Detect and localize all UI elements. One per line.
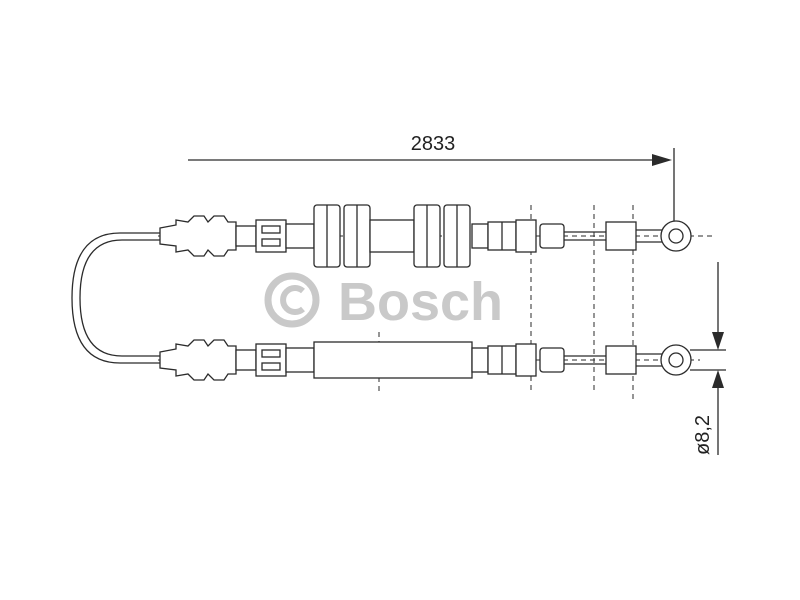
upper-ferrule	[539, 223, 565, 249]
diameter-arrow-top	[712, 332, 724, 350]
diameter-dimension: ø8,2	[690, 262, 726, 455]
upper-sleeve-right	[471, 223, 489, 249]
lower-guide-tube	[313, 341, 473, 379]
lower-ferrule	[539, 347, 565, 373]
upper-cable	[159, 204, 692, 268]
upper-sleeve-left	[285, 223, 315, 249]
lower-cable	[159, 339, 692, 381]
upper-boot-collar	[235, 225, 257, 247]
upper-eye-hole	[668, 228, 684, 244]
diameter-value: ø8,2	[692, 415, 714, 455]
upper-boot	[159, 215, 237, 257]
upper-nut	[255, 219, 287, 253]
upper-eye-end	[660, 220, 692, 252]
lower-sleeve-right	[471, 347, 489, 373]
lower-nut-slot-2	[261, 362, 281, 371]
copyright-c-glyph	[280, 285, 305, 315]
upper-nut-slot-1	[261, 225, 281, 234]
cable-bend	[71, 232, 164, 364]
diameter-arrow-bottom	[712, 370, 724, 388]
lower-boot-collar	[235, 349, 257, 371]
cable-bend-inner	[79, 239, 164, 357]
upper-fitting	[515, 219, 537, 253]
lower-boot	[159, 339, 237, 381]
lower-nut	[255, 343, 287, 377]
lower-eye-hole	[668, 352, 684, 368]
length-dimension: 2833	[188, 133, 675, 222]
upper-end-fitting	[605, 221, 637, 251]
copyright-icon	[264, 272, 320, 328]
lower-nut-slot-1	[261, 349, 281, 358]
lower-eye-end	[660, 344, 692, 376]
length-value: 2833	[411, 133, 456, 155]
upper-nut-slot-2	[261, 238, 281, 247]
cable-bend-outer	[71, 232, 164, 364]
watermark: Bosch	[264, 272, 503, 332]
lower-fitting	[515, 343, 537, 377]
watermark-brand: Bosch	[338, 272, 503, 332]
lower-end-fitting	[605, 345, 637, 375]
upper-center-block	[369, 219, 415, 253]
lower-sleeve-left	[285, 347, 315, 373]
length-arrow-head	[652, 154, 672, 166]
